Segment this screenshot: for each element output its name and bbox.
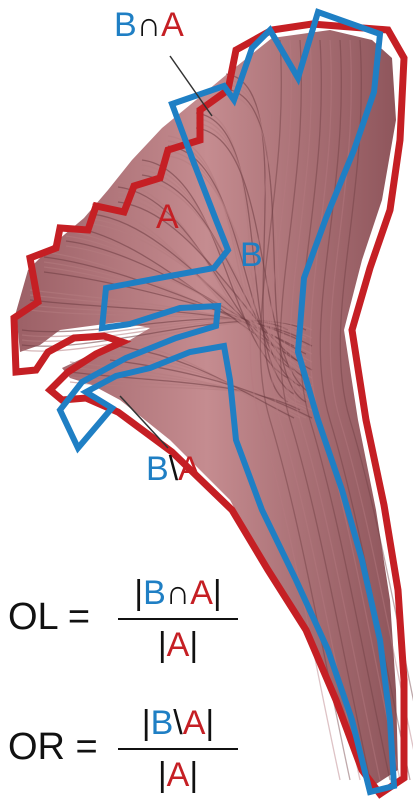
ol-den-a: A [167,626,190,664]
ol-num-op: ∩ [166,574,190,612]
ol-den-open-bar: | [158,626,167,664]
ol-den-close-bar: | [189,626,198,664]
or-num-op: \ [173,704,182,742]
or-den-close-bar: | [189,756,198,794]
ol-num-b: B [143,574,166,612]
or-fraction-bar [118,748,238,750]
ol-num-open-bar: | [134,574,143,612]
intersection-label-b: B [114,6,137,44]
intersection-label: B∩A [114,8,184,42]
or-den-a: A [167,756,190,794]
ol-num-a: A [190,574,213,612]
ol-fraction-bar [118,618,238,620]
ol-formula-lhs: OL = [8,598,90,636]
or-num-open-bar: | [142,704,151,742]
difference-label-op: \ [169,450,178,488]
ol-formula-denominator: |A| [116,628,240,662]
or-num-b: B [151,704,174,742]
or-formula-numerator: |B\A| [116,706,240,740]
or-formula-denominator: |A| [116,758,240,792]
or-den-open-bar: | [158,756,167,794]
difference-label-b: B [146,450,169,488]
region-b-label: B [240,238,263,272]
intersection-label-a: A [161,6,184,44]
ol-formula-numerator: |B∩A| [116,576,240,610]
ol-num-close-bar: | [213,574,222,612]
region-a-label: A [156,200,179,234]
difference-label-a: A [178,450,201,488]
or-num-a: A [183,704,206,742]
intersection-label-op: ∩ [137,6,161,44]
difference-label: B\A [146,452,201,486]
or-num-close-bar: | [205,704,214,742]
or-formula-lhs: OR = [8,728,98,766]
